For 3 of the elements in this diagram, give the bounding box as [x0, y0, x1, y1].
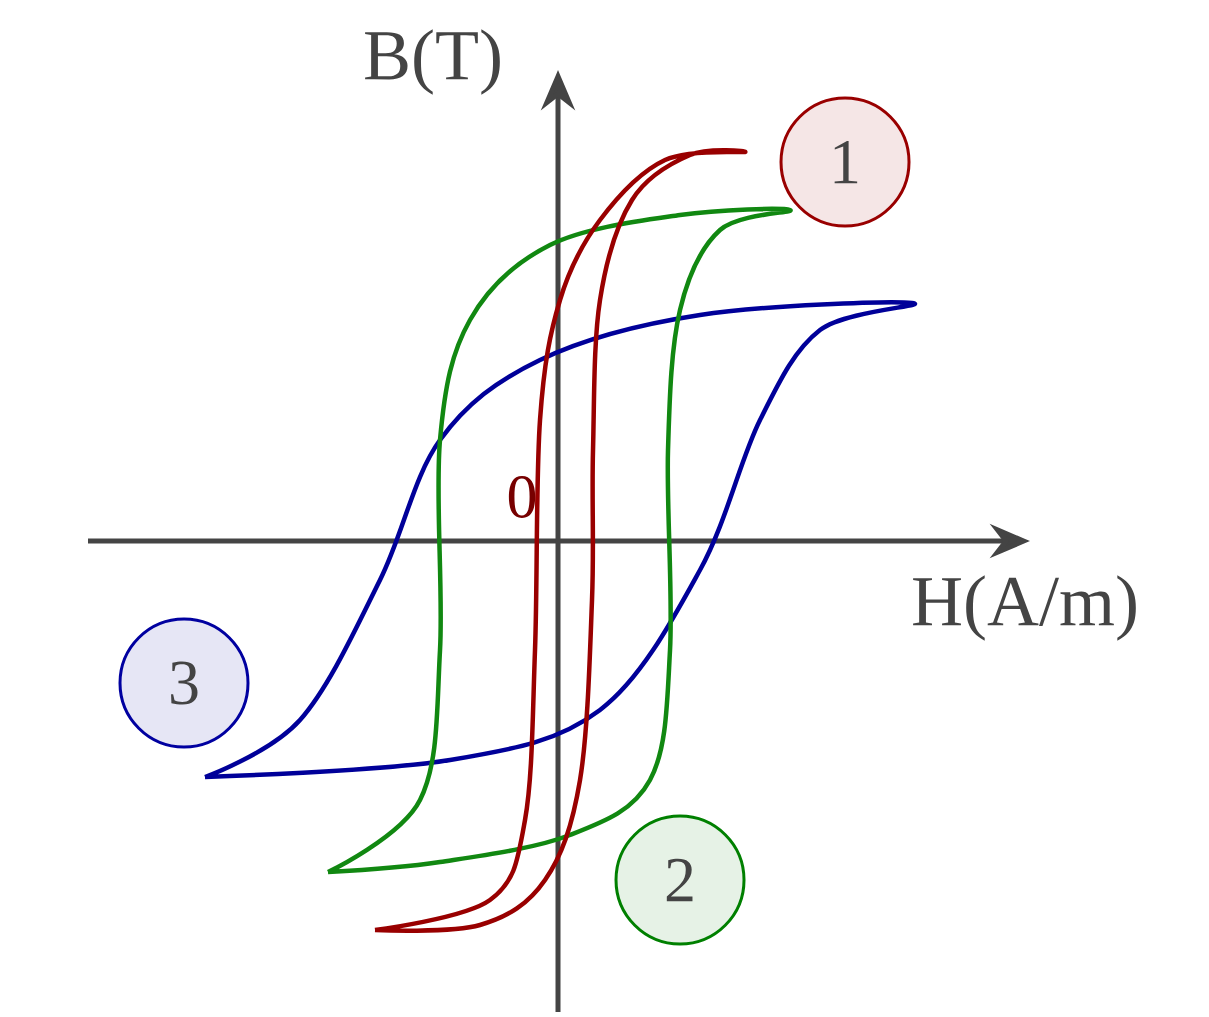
origin-label: 0	[508, 476, 536, 518]
axis-label: H(A/m)	[913, 575, 1136, 641]
axis-label: B(T)	[365, 29, 500, 95]
